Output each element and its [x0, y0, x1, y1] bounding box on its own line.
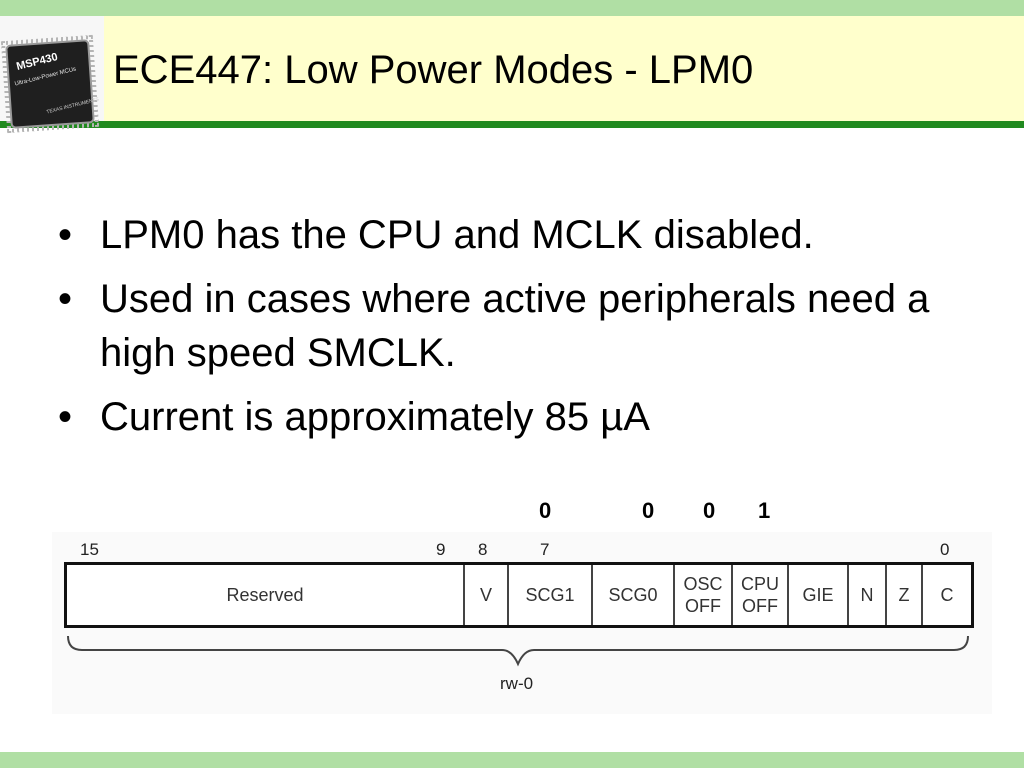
field-n: N — [849, 565, 887, 625]
field-label: OFF — [684, 596, 721, 616]
field-scg0: SCG0 — [593, 565, 675, 625]
slide-title: ECE447: Low Power Modes - LPM0 — [113, 48, 754, 92]
field-c: C — [923, 565, 971, 625]
field-label: Reserved — [226, 585, 304, 605]
access-brace — [67, 635, 969, 667]
bit-number-9: 9 — [436, 540, 446, 559]
field-label: CPU — [740, 574, 779, 594]
top-band — [0, 0, 1024, 16]
bullet-item: LPM0 has the CPU and MCLK disabled. — [56, 208, 956, 262]
access-label: rw-0 — [500, 674, 534, 693]
bit-value-oscoff: 0 — [703, 498, 716, 523]
field-label: SCG0 — [608, 585, 658, 605]
bullet-item: Current is approximately 85 µA — [56, 390, 956, 444]
bit-number-15: 15 — [80, 540, 99, 559]
bullet-item: Used in cases where active peripherals n… — [56, 272, 956, 380]
bottom-band — [0, 752, 1024, 768]
field-label: C — [940, 585, 954, 605]
field-scg1: SCG1 — [509, 565, 593, 625]
field-gie: GIE — [789, 565, 849, 625]
field-label: OSC — [683, 574, 723, 594]
field-label: OFF — [741, 596, 778, 616]
field-z: Z — [887, 565, 923, 625]
field-label: Z — [898, 585, 910, 605]
field-label: SCG1 — [525, 585, 575, 605]
bit-number-7: 7 — [540, 540, 550, 559]
bullet-list: LPM0 has the CPU and MCLK disabled. Used… — [56, 208, 956, 454]
bit-value-scg0: 0 — [642, 498, 655, 523]
brace-path — [67, 635, 969, 667]
title-rule — [0, 121, 1024, 128]
msp430-chip-icon: MSP430 Ultra-Low-Power MCUs TEXAS INSTRU… — [0, 16, 104, 134]
bit-number-0: 0 — [940, 540, 950, 559]
field-label: N — [860, 585, 874, 605]
bit-value-cpuoff: 1 — [758, 498, 771, 523]
field-label: V — [479, 585, 492, 605]
field-label: GIE — [802, 585, 834, 605]
bit-number-8: 8 — [478, 540, 488, 559]
field-reserved: Reserved — [67, 565, 465, 625]
title-area — [0, 16, 1024, 121]
field-v: V — [465, 565, 509, 625]
bit-value-scg1: 0 — [539, 498, 552, 523]
